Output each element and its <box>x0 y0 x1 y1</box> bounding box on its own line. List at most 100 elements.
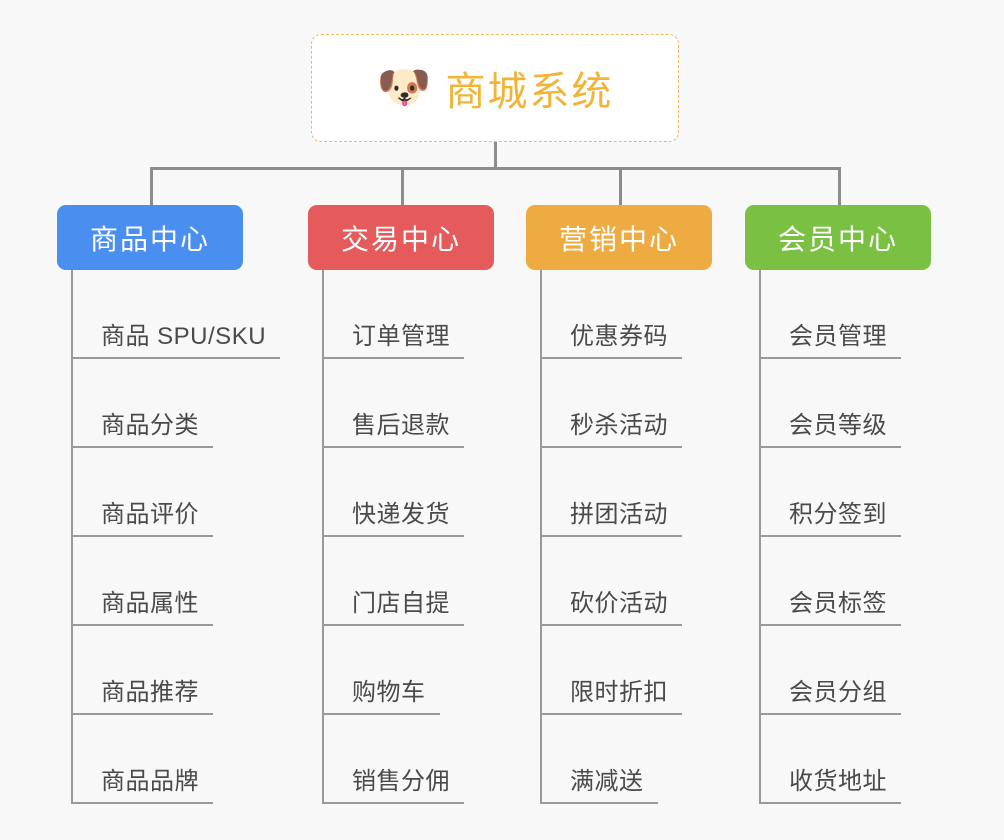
list-item-underline <box>71 802 213 804</box>
list-item-underline <box>71 535 213 537</box>
list-item-label: 拼团活动 <box>570 501 668 528</box>
list-item[interactable]: 销售分佣 <box>308 715 494 804</box>
connector-drop-3 <box>838 167 841 207</box>
list-item[interactable]: 购物车 <box>308 626 494 715</box>
list-item[interactable]: 优惠券码 <box>526 270 712 359</box>
list-item-label: 销售分佣 <box>352 768 450 795</box>
category-header-label: 会员中心 <box>777 223 898 255</box>
list-item[interactable]: 商品评价 <box>57 448 243 537</box>
list-item-underline <box>322 624 464 626</box>
category-header-label: 商品中心 <box>89 223 210 255</box>
shiba-dog-icon: 🐶 <box>376 62 432 113</box>
list-item[interactable]: 拼团活动 <box>526 448 712 537</box>
list-item-label: 快递发货 <box>352 501 450 528</box>
category-items-3: 会员管理会员等级积分签到会员标签会员分组收货地址 <box>745 270 931 804</box>
list-item[interactable]: 会员等级 <box>745 359 931 448</box>
list-item-label: 商品分类 <box>101 412 199 439</box>
list-item-label: 商品品牌 <box>101 768 199 795</box>
list-item[interactable]: 满减送 <box>526 715 712 804</box>
list-item-label: 会员分组 <box>789 679 887 706</box>
category-column-1: 交易中心订单管理售后退款快递发货门店自提购物车销售分佣 <box>308 205 494 804</box>
category-column-0: 商品中心商品 SPU/SKU 商品分类商品评价商品属性商品推荐商品品牌 <box>57 205 280 804</box>
items-spine <box>71 270 73 804</box>
list-item-label: 订单管理 <box>352 323 450 350</box>
connector-stem <box>494 142 497 169</box>
list-item-label: 门店自提 <box>352 590 450 617</box>
root-node[interactable]: 🐶 商城系统 <box>311 34 679 142</box>
category-header-label: 营销中心 <box>558 223 679 255</box>
list-item[interactable]: 门店自提 <box>308 537 494 626</box>
list-item-underline <box>540 446 682 448</box>
category-header-label: 交易中心 <box>340 223 461 255</box>
list-item-label: 积分签到 <box>789 501 887 528</box>
list-item[interactable]: 商品品牌 <box>57 715 243 804</box>
items-spine <box>759 270 761 804</box>
list-item-underline <box>540 713 682 715</box>
list-item-underline <box>759 357 901 359</box>
category-header-0[interactable]: 商品中心 <box>57 205 243 270</box>
list-item-label: 优惠券码 <box>570 323 668 350</box>
connector-drop-0 <box>150 167 153 207</box>
list-item[interactable]: 商品分类 <box>57 359 243 448</box>
list-item-underline <box>322 802 464 804</box>
list-item-label: 购物车 <box>352 679 426 706</box>
category-column-2: 营销中心优惠券码秒杀活动拼团活动砍价活动限时折扣满减送 <box>526 205 712 804</box>
list-item-underline <box>71 357 280 359</box>
list-item-label: 会员等级 <box>789 412 887 439</box>
category-column-3: 会员中心会员管理会员等级积分签到会员标签会员分组收货地址 <box>745 205 931 804</box>
list-item[interactable]: 积分签到 <box>745 448 931 537</box>
category-items-0: 商品 SPU/SKU 商品分类商品评价商品属性商品推荐商品品牌 <box>57 270 280 804</box>
list-item[interactable]: 收货地址 <box>745 715 931 804</box>
items-spine <box>322 270 324 804</box>
list-item-underline <box>322 446 464 448</box>
list-item-underline <box>540 802 658 804</box>
list-item[interactable]: 商品推荐 <box>57 626 243 715</box>
root-title: 商城系统 <box>445 70 614 114</box>
list-item[interactable]: 限时折扣 <box>526 626 712 715</box>
list-item-underline <box>322 713 440 715</box>
list-item-underline <box>759 713 901 715</box>
connector-drop-2 <box>619 167 622 207</box>
list-item-underline <box>71 713 213 715</box>
connector-drop-1 <box>401 167 404 207</box>
list-item-label: 售后退款 <box>352 412 450 439</box>
list-item-underline <box>759 624 901 626</box>
list-item-label: 商品 SPU/SKU <box>101 323 267 350</box>
list-item-label: 商品属性 <box>101 590 199 617</box>
list-item-underline <box>759 535 901 537</box>
list-item-underline <box>71 446 213 448</box>
list-item-label: 满减送 <box>570 768 644 795</box>
list-item-label: 限时折扣 <box>570 679 668 706</box>
list-item[interactable]: 秒杀活动 <box>526 359 712 448</box>
list-item-underline <box>540 357 682 359</box>
category-header-2[interactable]: 营销中心 <box>526 205 712 270</box>
connector-horizontal-bar <box>150 167 841 170</box>
list-item[interactable]: 砍价活动 <box>526 537 712 626</box>
list-item-underline <box>759 446 901 448</box>
category-items-1: 订单管理售后退款快递发货门店自提购物车销售分佣 <box>308 270 494 804</box>
list-item[interactable]: 商品属性 <box>57 537 243 626</box>
list-item-underline <box>759 802 901 804</box>
list-item-label: 收货地址 <box>789 768 887 795</box>
list-item[interactable]: 快递发货 <box>308 448 494 537</box>
list-item-label: 商品推荐 <box>101 679 199 706</box>
list-item[interactable]: 会员分组 <box>745 626 931 715</box>
category-header-1[interactable]: 交易中心 <box>308 205 494 270</box>
list-item-label: 会员管理 <box>789 323 887 350</box>
list-item[interactable]: 商品 SPU/SKU <box>57 270 280 359</box>
list-item[interactable]: 售后退款 <box>308 359 494 448</box>
list-item-label: 砍价活动 <box>570 590 668 617</box>
list-item-label: 秒杀活动 <box>570 412 668 439</box>
list-item-underline <box>322 357 464 359</box>
category-items-2: 优惠券码秒杀活动拼团活动砍价活动限时折扣满减送 <box>526 270 712 804</box>
list-item-underline <box>322 535 464 537</box>
list-item-label: 会员标签 <box>789 590 887 617</box>
list-item[interactable]: 会员管理 <box>745 270 931 359</box>
list-item[interactable]: 订单管理 <box>308 270 494 359</box>
category-header-3[interactable]: 会员中心 <box>745 205 931 270</box>
items-spine <box>540 270 542 804</box>
list-item-underline <box>540 535 682 537</box>
list-item-underline <box>71 624 213 626</box>
list-item[interactable]: 会员标签 <box>745 537 931 626</box>
